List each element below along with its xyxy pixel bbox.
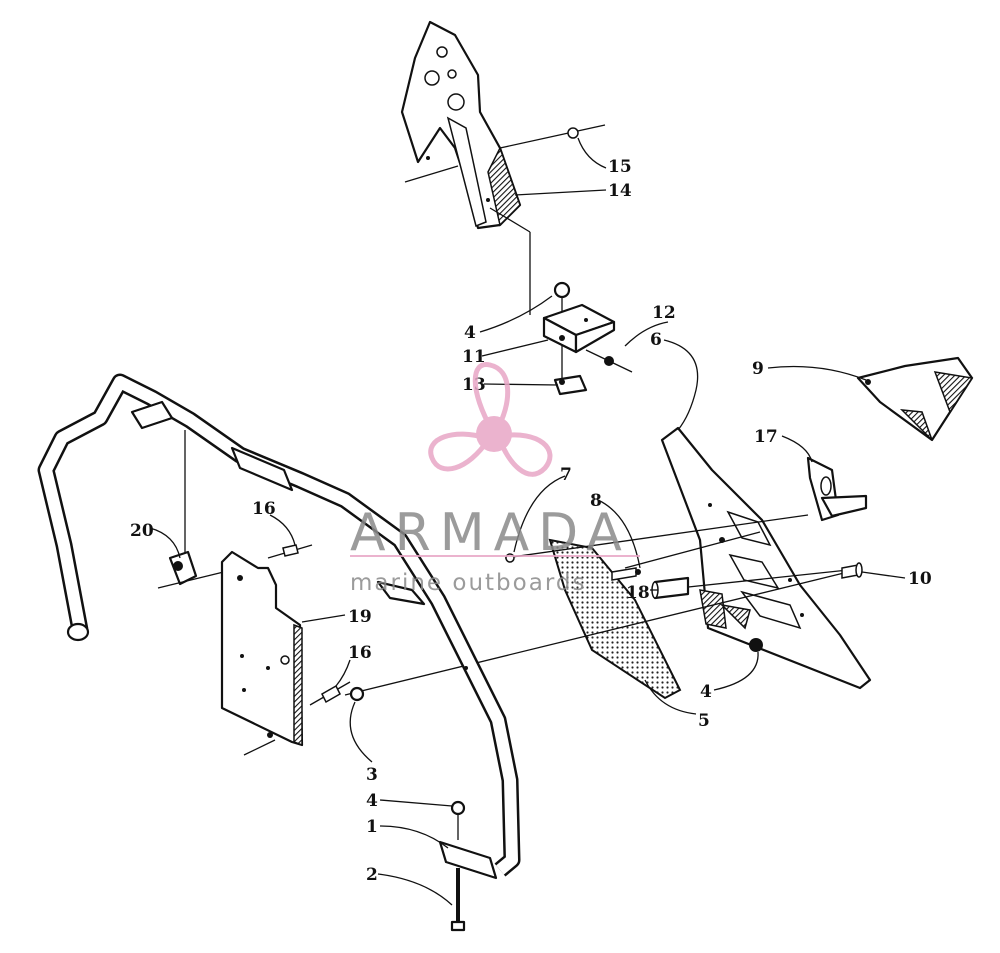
callout-7: 7	[560, 465, 572, 485]
leader-1	[379, 825, 449, 849]
callout-10: 10	[908, 569, 932, 589]
bracket-part-17	[806, 456, 868, 522]
callout-6: 6	[650, 330, 662, 350]
bumper-part-20	[168, 550, 198, 586]
leader-14	[514, 189, 607, 196]
callout-17: 17	[754, 427, 778, 447]
leader-17	[781, 435, 813, 463]
leader-11	[481, 339, 549, 357]
nut-part-4-lower	[450, 800, 466, 816]
nut-part-3	[349, 686, 365, 702]
callout-11: 11	[462, 347, 486, 367]
callout-4-right: 4	[700, 682, 712, 702]
nut-part-4-upper	[553, 281, 571, 299]
bracket-plate-part-14	[400, 20, 522, 230]
axis-line	[659, 569, 849, 591]
watermark-brand: ARMADA	[350, 503, 631, 563]
callout-16-upper: 16	[252, 499, 276, 519]
watermark: ARMADA marine outboards	[350, 362, 640, 596]
spacer-part-18	[651, 576, 690, 600]
leader-8	[597, 499, 641, 569]
axis-line	[404, 165, 459, 183]
callout-9: 9	[752, 359, 764, 379]
leader-7	[513, 475, 566, 553]
axis-line	[504, 514, 809, 559]
leader-12	[624, 321, 669, 347]
callout-2: 2	[366, 865, 378, 885]
callout-8: 8	[590, 491, 602, 511]
bolt-part-2	[450, 868, 466, 932]
leader-5	[644, 679, 697, 715]
callout-16-lower: 16	[348, 643, 372, 663]
mounting-plate-part-19	[220, 550, 304, 747]
axis-line	[499, 124, 606, 149]
callout-3: 3	[366, 765, 378, 785]
callout-4-lower: 4	[366, 791, 378, 811]
callout-12: 12	[652, 303, 676, 323]
callout-20: 20	[130, 521, 154, 541]
leader-3	[349, 701, 373, 763]
leader-10	[861, 571, 906, 579]
callout-14: 14	[608, 181, 632, 201]
leader-4b	[713, 651, 759, 691]
leader-4c	[379, 799, 453, 807]
leader-4a	[479, 295, 553, 333]
angle-bracket-part-11	[542, 303, 616, 354]
watermark-tagline: marine outboards	[350, 570, 586, 596]
axis-line	[344, 571, 849, 696]
bolt-part-12	[585, 349, 633, 373]
bolt-part-10	[841, 562, 863, 579]
callout-15: 15	[608, 157, 632, 177]
screw-part-15	[567, 127, 579, 139]
leader-6	[663, 339, 699, 431]
side-panel-part-6	[660, 426, 872, 690]
callout-4-upper: 4	[464, 323, 476, 343]
axis-line	[624, 531, 761, 569]
tube-frame-part-1	[37, 373, 521, 880]
axis-line	[489, 207, 531, 233]
leader-20	[149, 527, 181, 559]
callout-5: 5	[698, 711, 710, 731]
axis-line	[243, 739, 276, 756]
leader-9	[767, 365, 867, 381]
nut-part-4-right	[749, 638, 763, 652]
leader-15	[577, 137, 607, 169]
leader-16b	[335, 659, 351, 687]
leader-13	[483, 383, 559, 386]
propeller-logo-icon	[428, 362, 553, 477]
leader-2	[377, 873, 453, 906]
pin-part-8	[611, 567, 641, 581]
leader-19	[301, 614, 346, 623]
callout-19: 19	[348, 607, 372, 627]
rivet-part-16-lower	[309, 681, 351, 706]
callout-18: 18	[626, 583, 650, 603]
clip-part-13	[553, 374, 588, 396]
callout-1: 1	[366, 817, 378, 837]
leader-16a	[269, 514, 296, 546]
mesh-plate-part-5	[548, 538, 682, 700]
rivet-part-16-upper	[267, 544, 313, 559]
triangular-plate-part-9	[856, 356, 974, 442]
